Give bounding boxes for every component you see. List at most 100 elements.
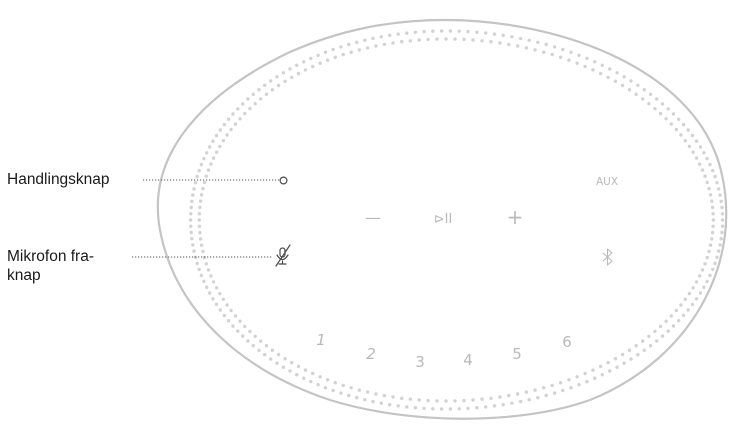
grille-dot xyxy=(471,398,474,401)
grille-dot xyxy=(211,140,214,143)
grille-dot xyxy=(561,389,564,392)
grille-dot xyxy=(484,31,487,34)
grille-dot xyxy=(263,353,266,356)
grille-dot xyxy=(484,405,487,408)
grille-dot xyxy=(528,398,531,401)
grille-dot xyxy=(257,349,260,352)
grille-dot xyxy=(371,400,374,403)
grille-dot xyxy=(643,349,646,352)
grille-dot xyxy=(190,200,193,203)
volume-up-button[interactable]: + xyxy=(507,205,524,229)
grille-dot xyxy=(205,175,208,178)
grille-dot xyxy=(203,181,206,184)
mic-off-label-line-2: knap xyxy=(7,266,117,285)
grille-dot xyxy=(717,249,720,252)
grille-dot xyxy=(667,329,670,332)
preset-button-5[interactable]: 5 xyxy=(512,345,522,363)
grille-dot xyxy=(196,175,199,178)
grille-dot xyxy=(672,112,675,115)
grille-dot xyxy=(684,139,687,142)
grille-dot xyxy=(194,181,197,184)
grille-dot xyxy=(606,361,609,364)
grille-dot xyxy=(498,41,501,44)
grille-dot xyxy=(374,392,377,395)
preset-button-6[interactable]: 6 xyxy=(562,333,572,351)
grille-dot xyxy=(400,397,403,400)
grille-dot xyxy=(347,394,350,397)
preset-button-3[interactable]: 3 xyxy=(415,353,425,371)
ring-icon[interactable] xyxy=(280,177,287,184)
grille-dot xyxy=(691,134,694,137)
grille-dot xyxy=(205,151,208,154)
grille-dot xyxy=(698,274,701,277)
grille-dot xyxy=(269,357,272,360)
grille-dot xyxy=(202,280,205,283)
grille-dot xyxy=(409,398,412,401)
grille-dot xyxy=(192,187,195,190)
grille-dot xyxy=(622,362,625,365)
grille-dot xyxy=(615,71,618,74)
grille-dot xyxy=(661,334,664,337)
grille-dot xyxy=(561,48,564,51)
grille-dot xyxy=(201,250,204,253)
grille-dot xyxy=(643,88,646,91)
preset-button-4[interactable]: 4 xyxy=(463,351,473,369)
grille-dot xyxy=(519,37,522,40)
grille-dot xyxy=(190,231,193,234)
grille-dot xyxy=(545,394,548,397)
grille-dot xyxy=(263,84,266,87)
grille-dot xyxy=(622,75,625,78)
grille-dot xyxy=(653,107,656,110)
grille-dot xyxy=(536,41,539,44)
grille-dot xyxy=(397,404,400,407)
volume-down-button[interactable]: — xyxy=(365,208,381,227)
grille-dot xyxy=(659,112,662,115)
grille-dot xyxy=(713,175,716,178)
grille-dot xyxy=(400,40,403,43)
grille-dot xyxy=(502,34,505,37)
action-button-label: Handlingsknap xyxy=(7,170,110,189)
grille-dot xyxy=(358,48,361,51)
grille-dot xyxy=(458,407,461,410)
grille-dot xyxy=(599,365,602,368)
grille-dot xyxy=(507,394,510,397)
grille-dot xyxy=(687,308,690,311)
grille-dot xyxy=(198,169,201,172)
preset-button-1[interactable]: 1 xyxy=(316,331,326,349)
preset-button-2[interactable]: 2 xyxy=(366,345,376,363)
grille-dot xyxy=(717,187,720,190)
grille-dot xyxy=(366,46,369,49)
grille-dot xyxy=(677,118,680,121)
mic-off-label-line-1: Mikrofon fra- xyxy=(7,247,117,266)
aux-button[interactable]: AUX xyxy=(596,176,618,188)
grille-dot xyxy=(391,41,394,44)
grille-dot xyxy=(199,237,202,240)
grille-dot xyxy=(516,392,519,395)
grille-dot xyxy=(198,218,201,221)
microphone-off-icon[interactable] xyxy=(276,245,290,266)
grille-dot xyxy=(567,59,570,62)
play-pause-button[interactable]: ⊳II xyxy=(434,212,453,227)
grille-dot xyxy=(677,319,680,322)
grille-dot xyxy=(664,117,667,120)
grille-dot xyxy=(198,268,201,271)
grille-dot xyxy=(243,112,246,115)
grille-dot xyxy=(200,193,203,196)
grille-dot xyxy=(705,157,708,160)
grille-dot xyxy=(347,43,350,46)
grille-dot xyxy=(269,79,272,82)
bluetooth-icon[interactable] xyxy=(603,249,612,265)
grille-dot xyxy=(667,107,670,110)
grille-dot xyxy=(711,212,714,215)
grille-dot xyxy=(229,128,232,131)
grille-dot xyxy=(701,268,704,271)
grille-dot xyxy=(405,405,408,408)
grille-dot xyxy=(265,344,268,347)
grille-dot xyxy=(635,93,638,96)
grille-dot xyxy=(672,324,675,327)
grille-dot xyxy=(614,357,617,360)
grille-dot xyxy=(608,369,611,372)
grille-dot xyxy=(661,102,664,105)
grille-dot xyxy=(254,102,257,105)
grille-dot xyxy=(551,53,554,56)
